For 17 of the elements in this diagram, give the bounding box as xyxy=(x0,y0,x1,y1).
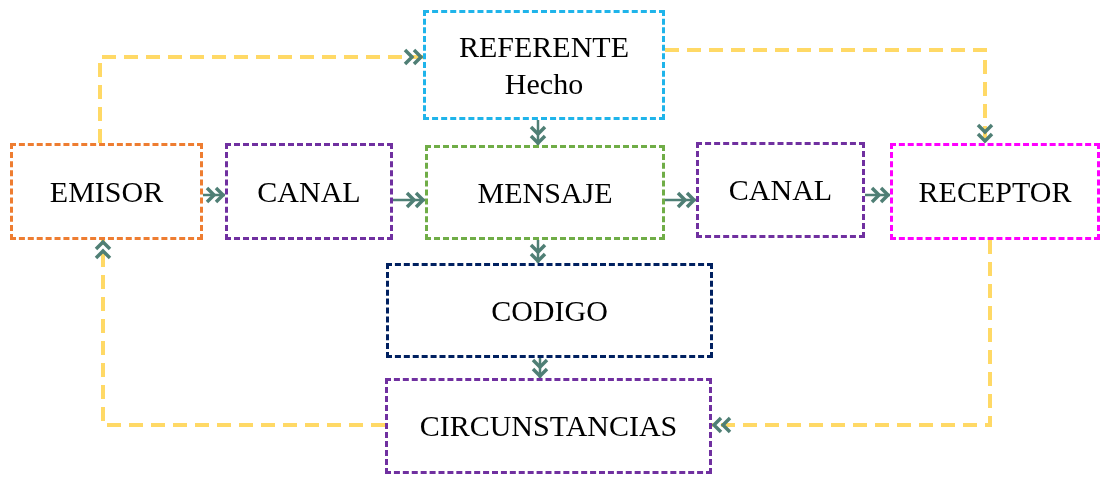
process-box xyxy=(890,143,1100,240)
box-label: RECEPTOR xyxy=(918,173,1072,210)
box-label: CANAL xyxy=(728,172,833,209)
box-label: EMISOR xyxy=(49,173,164,210)
process-box xyxy=(225,143,393,240)
process-box xyxy=(425,145,665,240)
box-label: CODIGO xyxy=(491,292,608,329)
box-label: CIRCUNSTANCIAS xyxy=(419,408,678,445)
process-box xyxy=(10,143,203,240)
box-label: Hecho xyxy=(504,66,584,102)
process-box xyxy=(423,10,665,120)
process-box xyxy=(696,142,865,238)
box-label: CANAL xyxy=(257,173,361,210)
process-box xyxy=(385,378,712,474)
process-box xyxy=(386,263,713,358)
box-label: REFERENTE xyxy=(459,28,629,65)
box-label: MENSAJE xyxy=(477,174,613,211)
